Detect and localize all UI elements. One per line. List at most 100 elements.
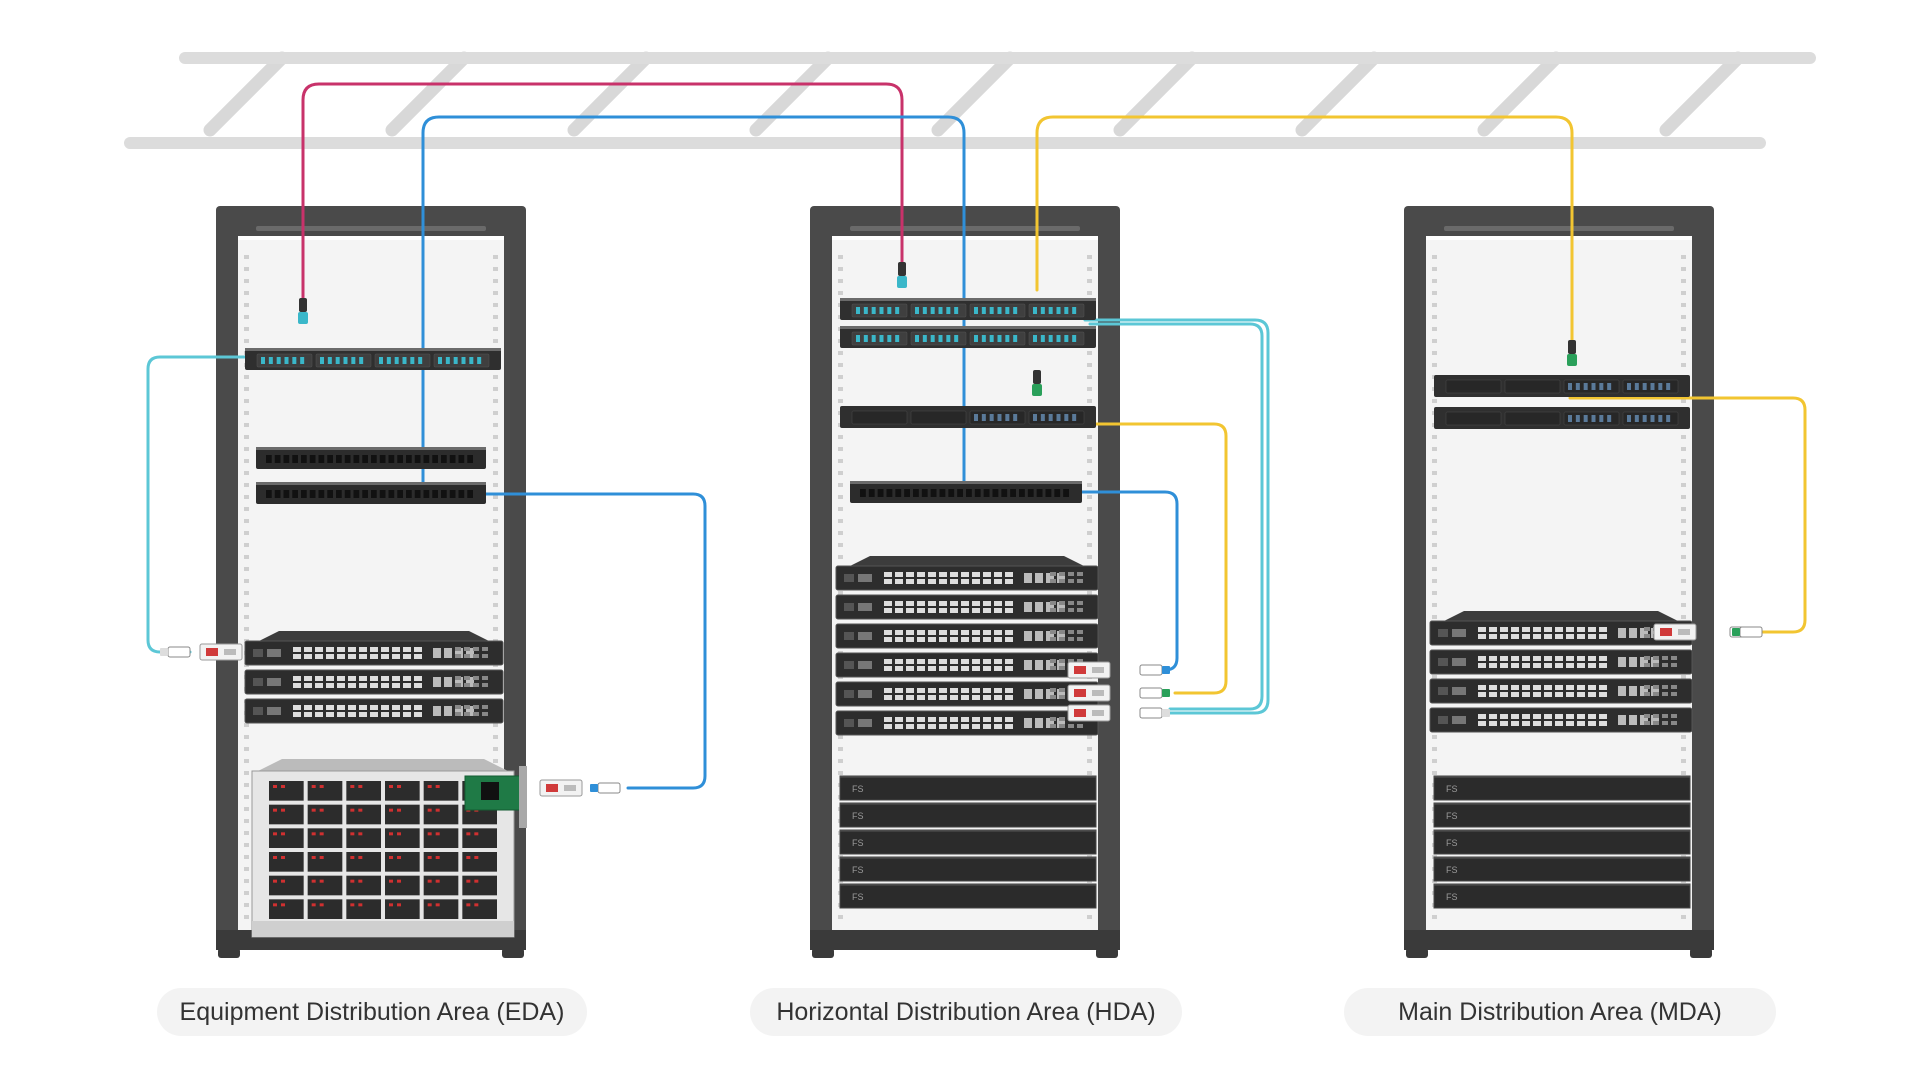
nic-bracket: [519, 766, 527, 828]
overhead-cable-tray: [124, 51, 1816, 149]
mda-switch-3: [1429, 678, 1693, 704]
drive-bay: [269, 852, 304, 872]
fiber-cassette: [1504, 379, 1561, 394]
rack-label-mda: Main Distribution Area (MDA): [1344, 988, 1776, 1036]
hda-server-4: FS: [839, 856, 1097, 882]
rack-left-post: [810, 232, 832, 950]
drive-bay: [423, 804, 459, 825]
drive-bay: [462, 852, 497, 872]
mda-server-5: FS: [1433, 883, 1691, 909]
mda-mpo-connector: [1567, 340, 1577, 366]
tray-rungs: [203, 51, 1745, 137]
drive-bay: [423, 875, 459, 896]
mda-server-3: FS: [1433, 829, 1691, 855]
rack-foot-left: [1406, 948, 1428, 958]
drive-bay: [346, 899, 381, 919]
drive-bay: [307, 852, 343, 872]
drive-bay: [307, 828, 343, 848]
eda-switch-2: [244, 669, 504, 695]
mda-fiber-panel-1: [1434, 375, 1690, 397]
eda-patch-panel-1: [256, 447, 486, 469]
server-badge: FS: [1446, 784, 1458, 794]
rack-top-vent: [256, 226, 486, 231]
eda-network-card: [464, 766, 527, 828]
eda-switch-1: [244, 631, 504, 666]
hda-fiber-panel-3: [840, 406, 1096, 428]
hda-server-3: FS: [839, 829, 1097, 855]
hda-lc-connector-cyan: [1139, 707, 1170, 719]
server-body: [1433, 802, 1691, 828]
drive-bay: [269, 875, 304, 896]
server-body: [1433, 775, 1691, 801]
server-body: [839, 883, 1097, 909]
hda-lc-connector-blue: [1139, 664, 1170, 676]
rack-top: [1404, 206, 1714, 236]
cables: [146, 82, 1807, 790]
server-badge: FS: [1446, 892, 1458, 902]
mda-server-4: FS: [1433, 856, 1691, 882]
hda-patch-panel: [850, 481, 1082, 503]
eda-lc-connector-cyan: [160, 646, 191, 658]
drive-bay: [385, 899, 420, 919]
hda-transceiver-1: [1067, 661, 1111, 679]
rack-foot-right: [1690, 948, 1712, 958]
trunk-cable-blue: [421, 115, 966, 492]
server-body: [1433, 856, 1691, 882]
hda-transceiver-3: [1067, 704, 1111, 722]
hda-switch-1: [835, 556, 1099, 591]
trunk-cable-magenta: [301, 82, 904, 320]
drive-bay: [307, 875, 343, 896]
drive-bay: [423, 899, 459, 919]
drive-bay: [423, 828, 459, 848]
drive-bay: [269, 804, 304, 825]
fiber-cassette: [910, 410, 967, 425]
drive-bay: [462, 875, 497, 896]
server-body: [839, 856, 1097, 882]
server-badge: FS: [852, 838, 864, 848]
server-badge: FS: [1446, 811, 1458, 821]
eda-patch-cable-blue: [421, 492, 707, 790]
hda-transceiver-2: [1067, 684, 1111, 702]
mda-patch-cable-yellow: [1568, 396, 1807, 634]
mda-lc-connector-green: [1732, 626, 1763, 638]
hda-server-1: FS: [839, 775, 1097, 801]
drive-bay: [346, 781, 381, 801]
drive-bay: [462, 899, 497, 919]
fiber-cassette: [1504, 411, 1561, 426]
rack-top-vent: [1444, 226, 1674, 231]
hda-mpo-connector-1: [897, 262, 907, 288]
rack-foot-right: [502, 948, 524, 958]
eda-transceiver-2: [539, 779, 583, 797]
switch-body: [244, 640, 504, 666]
drive-bay: [462, 828, 497, 848]
fiber-cassette: [1445, 379, 1502, 394]
switch-body: [244, 669, 504, 695]
eda-lc-connector-blue: [590, 782, 621, 794]
eda-patch-panel-2: [256, 482, 486, 504]
hda-switch-2: [835, 594, 1099, 620]
eda-fiber-panel: [245, 348, 501, 370]
hda-patch-cable-cyan: [1083, 318, 1270, 715]
hda-switch-4: [835, 652, 1099, 678]
eda-transceiver-1: [199, 643, 243, 661]
server-badge: FS: [852, 811, 864, 821]
server-badge: FS: [852, 892, 864, 902]
mda-fiber-panel-2: [1434, 407, 1690, 429]
drive-bay: [385, 875, 420, 896]
hda-lc-connector-green: [1139, 687, 1170, 699]
eda-patch-cable-cyan: [146, 355, 247, 654]
rack-foot-left: [812, 948, 834, 958]
rack-foot-right: [1096, 948, 1118, 958]
server-body: [839, 775, 1097, 801]
drive-bay: [423, 781, 459, 801]
rack-left-post: [216, 232, 238, 950]
fiber-cassette: [851, 410, 908, 425]
drive-bay: [307, 899, 343, 919]
server-badge: FS: [852, 784, 864, 794]
drive-bay: [385, 852, 420, 872]
drive-bay: [346, 828, 381, 848]
server-body: [839, 802, 1097, 828]
drive-bay: [269, 828, 304, 848]
